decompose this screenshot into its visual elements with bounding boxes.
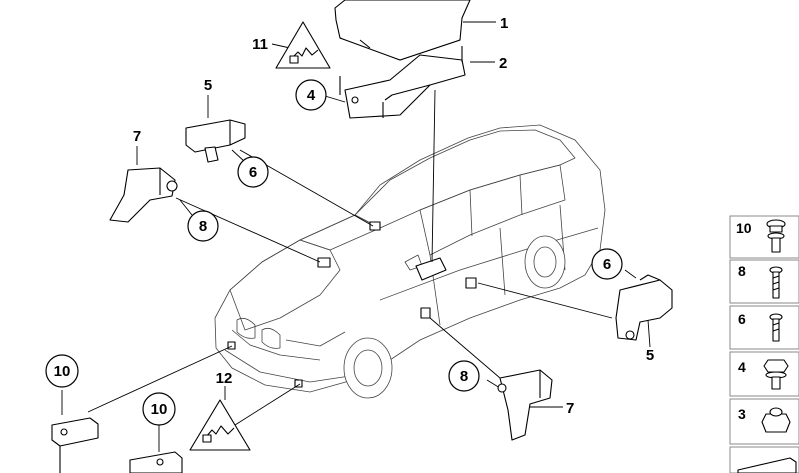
callout-8-top: 8 [199,218,207,235]
car-outline [214,124,606,399]
callout-circle-6a [237,156,269,188]
panel-label-4: 4 [738,359,746,375]
bumper-sensor-right [129,451,183,473]
panel-cell-8 [729,259,799,304]
hardware-panel: 10 8 6 4 3 [729,215,799,473]
sensor-mark-front [317,257,331,268]
panel-label-10: 10 [736,220,752,236]
warning-label-11 [275,21,331,69]
bumper-sensor-left [51,417,99,473]
callout-6-top: 6 [249,164,257,181]
callout-circle-8b [448,360,480,392]
side-sensor-right [615,274,673,341]
sensor-mark-door [465,277,477,289]
callout-5-right: 5 [646,347,654,364]
screw-icon [769,266,783,299]
sensor-mark-b-pillar [369,221,381,231]
screw-icon [769,313,783,342]
sensor-mark-bumper-right [294,379,303,388]
callout-4: 4 [307,87,316,104]
panel-cell-4 [729,351,799,397]
callout-5-top: 5 [204,77,212,94]
hex-nut-icon [761,407,791,433]
callout-10-left: 10 [54,363,71,380]
callout-8-bottom: 8 [460,368,468,385]
side-sensor-top [185,119,246,163]
callout-7-bottom: 7 [566,400,574,417]
bolt-with-washer-icon [766,219,786,253]
warning-label-12 [189,399,251,451]
car-sensor-marks [227,221,477,388]
hex-bolt-icon [763,359,789,390]
panel-cell-10 [729,215,799,259]
callout-12: 12 [216,370,233,387]
front-sensor-bottom [497,369,553,441]
panel-label-6: 6 [738,311,746,327]
airbag-control-unit [334,0,471,61]
callout-2: 2 [499,55,507,72]
callout-11: 11 [252,36,268,53]
control-unit-bracket [339,46,466,119]
panel-label-3: 3 [738,406,746,422]
callout-circle-10b [142,392,176,426]
callout-1: 1 [500,15,508,32]
front-sensor-top [109,167,178,223]
callout-circle-4 [295,79,327,111]
panel-cell-6 [729,305,799,350]
panel-label-8: 8 [738,263,746,279]
callout-circle-6b [591,248,623,280]
callout-10-center: 10 [151,401,168,418]
callout-7-top: 7 [133,128,141,145]
sensor-mark-bumper-left [227,341,236,350]
callout-circle-8a [187,210,219,242]
callout-6-right: 6 [603,256,611,273]
callout-circle-10a [45,354,79,388]
sensor-mark-sill [420,307,431,319]
